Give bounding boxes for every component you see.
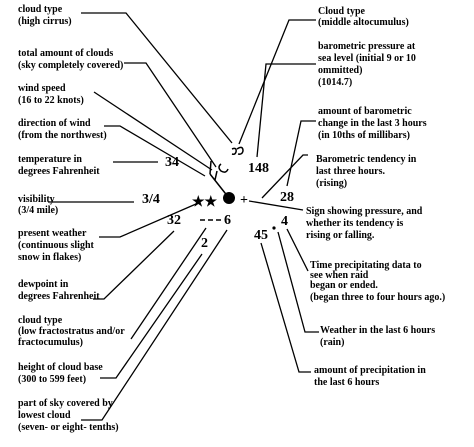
label-barometric-tendency: Barometric tendency in last three hours.… <box>316 154 419 189</box>
station-symbols <box>200 146 244 221</box>
label-cloud-base-height: height of cloud base (300 to 599 feet) <box>18 362 105 385</box>
label-cloud-type-high: cloud type (high cirrus) <box>18 4 72 27</box>
leader-line <box>130 227 207 340</box>
label-precip-time: Time precipitating data to see when raid… <box>310 260 445 303</box>
dewpoint-value: 32 <box>167 213 181 228</box>
label-pressure-sign: Sign showing pressure, and whether its t… <box>306 206 425 241</box>
leader-line <box>93 91 213 171</box>
leader-line <box>238 19 316 145</box>
leader-line <box>100 253 203 379</box>
leader-line <box>261 154 308 199</box>
label-total-clouds: total amount of clouds (sky completely c… <box>18 48 123 71</box>
leader-line <box>256 63 316 158</box>
leader-line <box>248 200 304 211</box>
pressure-change-value: 28 <box>280 190 294 205</box>
precip-amount-value: 45 <box>254 228 268 243</box>
leader-line <box>81 229 228 421</box>
middle-cloud-symbol-icon <box>218 163 229 173</box>
high-cloud-symbol-icon <box>231 146 244 155</box>
cloud-base-value: 2 <box>201 236 208 251</box>
label-pressure-change: amount of barometric change in the last … <box>318 106 429 141</box>
label-wind-direction: direction of wind (from the northwest) <box>18 118 107 141</box>
leader-line <box>81 12 233 144</box>
label-visibility: visibility (3/4 mile) <box>18 194 58 216</box>
label-temperature: temperature in degrees Fahrenheit <box>18 154 100 177</box>
time-precip-value: 4 <box>281 214 288 229</box>
leader-line <box>104 125 206 177</box>
leader-line <box>286 120 316 187</box>
label-present-weather: present weather (continuous slight snow … <box>18 228 96 263</box>
rain-dot-icon <box>272 226 276 230</box>
present-weather-value: ★★ <box>192 194 218 210</box>
label-barometric-pressure: barometric pressure at sea level (initia… <box>318 41 418 88</box>
leader-line <box>286 228 309 272</box>
leader-lines <box>48 12 319 421</box>
sky-cover-low-value: 6 <box>224 213 231 228</box>
visibility-value: 3/4 <box>142 192 160 207</box>
pressure-value: 148 <box>248 161 269 176</box>
station-values: 34 3/4 ★★ 32 6 2 148 28 + 4 45 <box>142 155 294 251</box>
leader-line <box>277 231 319 333</box>
label-weather-6h: Weather in the last 6 hours (rain) <box>320 325 438 348</box>
label-dewpoint: dewpoint in degrees Fahrenheit <box>18 279 100 302</box>
left-labels: cloud type (high cirrus) total amount of… <box>18 4 127 433</box>
leader-line <box>99 203 197 238</box>
right-labels: Cloud type (middle altocumulus) barometr… <box>306 6 445 388</box>
label-precip-amount: amount of precipitation in the last 6 ho… <box>314 365 428 388</box>
leader-line <box>93 230 175 300</box>
wind-barb-full-icon <box>209 160 212 175</box>
leader-line <box>260 242 311 373</box>
wind-barb-half-icon <box>214 170 218 181</box>
pressure-sign-value: + <box>240 193 248 208</box>
label-cloud-type-middle: Cloud type (middle altocumulus) <box>318 6 409 28</box>
label-wind-speed: wind speed (16 to 22 knots) <box>18 83 84 106</box>
label-sky-covered-low: part of sky covered by lowest cloud (sev… <box>18 398 119 433</box>
wind-shaft-icon <box>209 173 230 199</box>
label-cloud-type-low: cloud type (low fractostratus and/or fra… <box>18 315 127 348</box>
leader-line <box>124 62 217 168</box>
